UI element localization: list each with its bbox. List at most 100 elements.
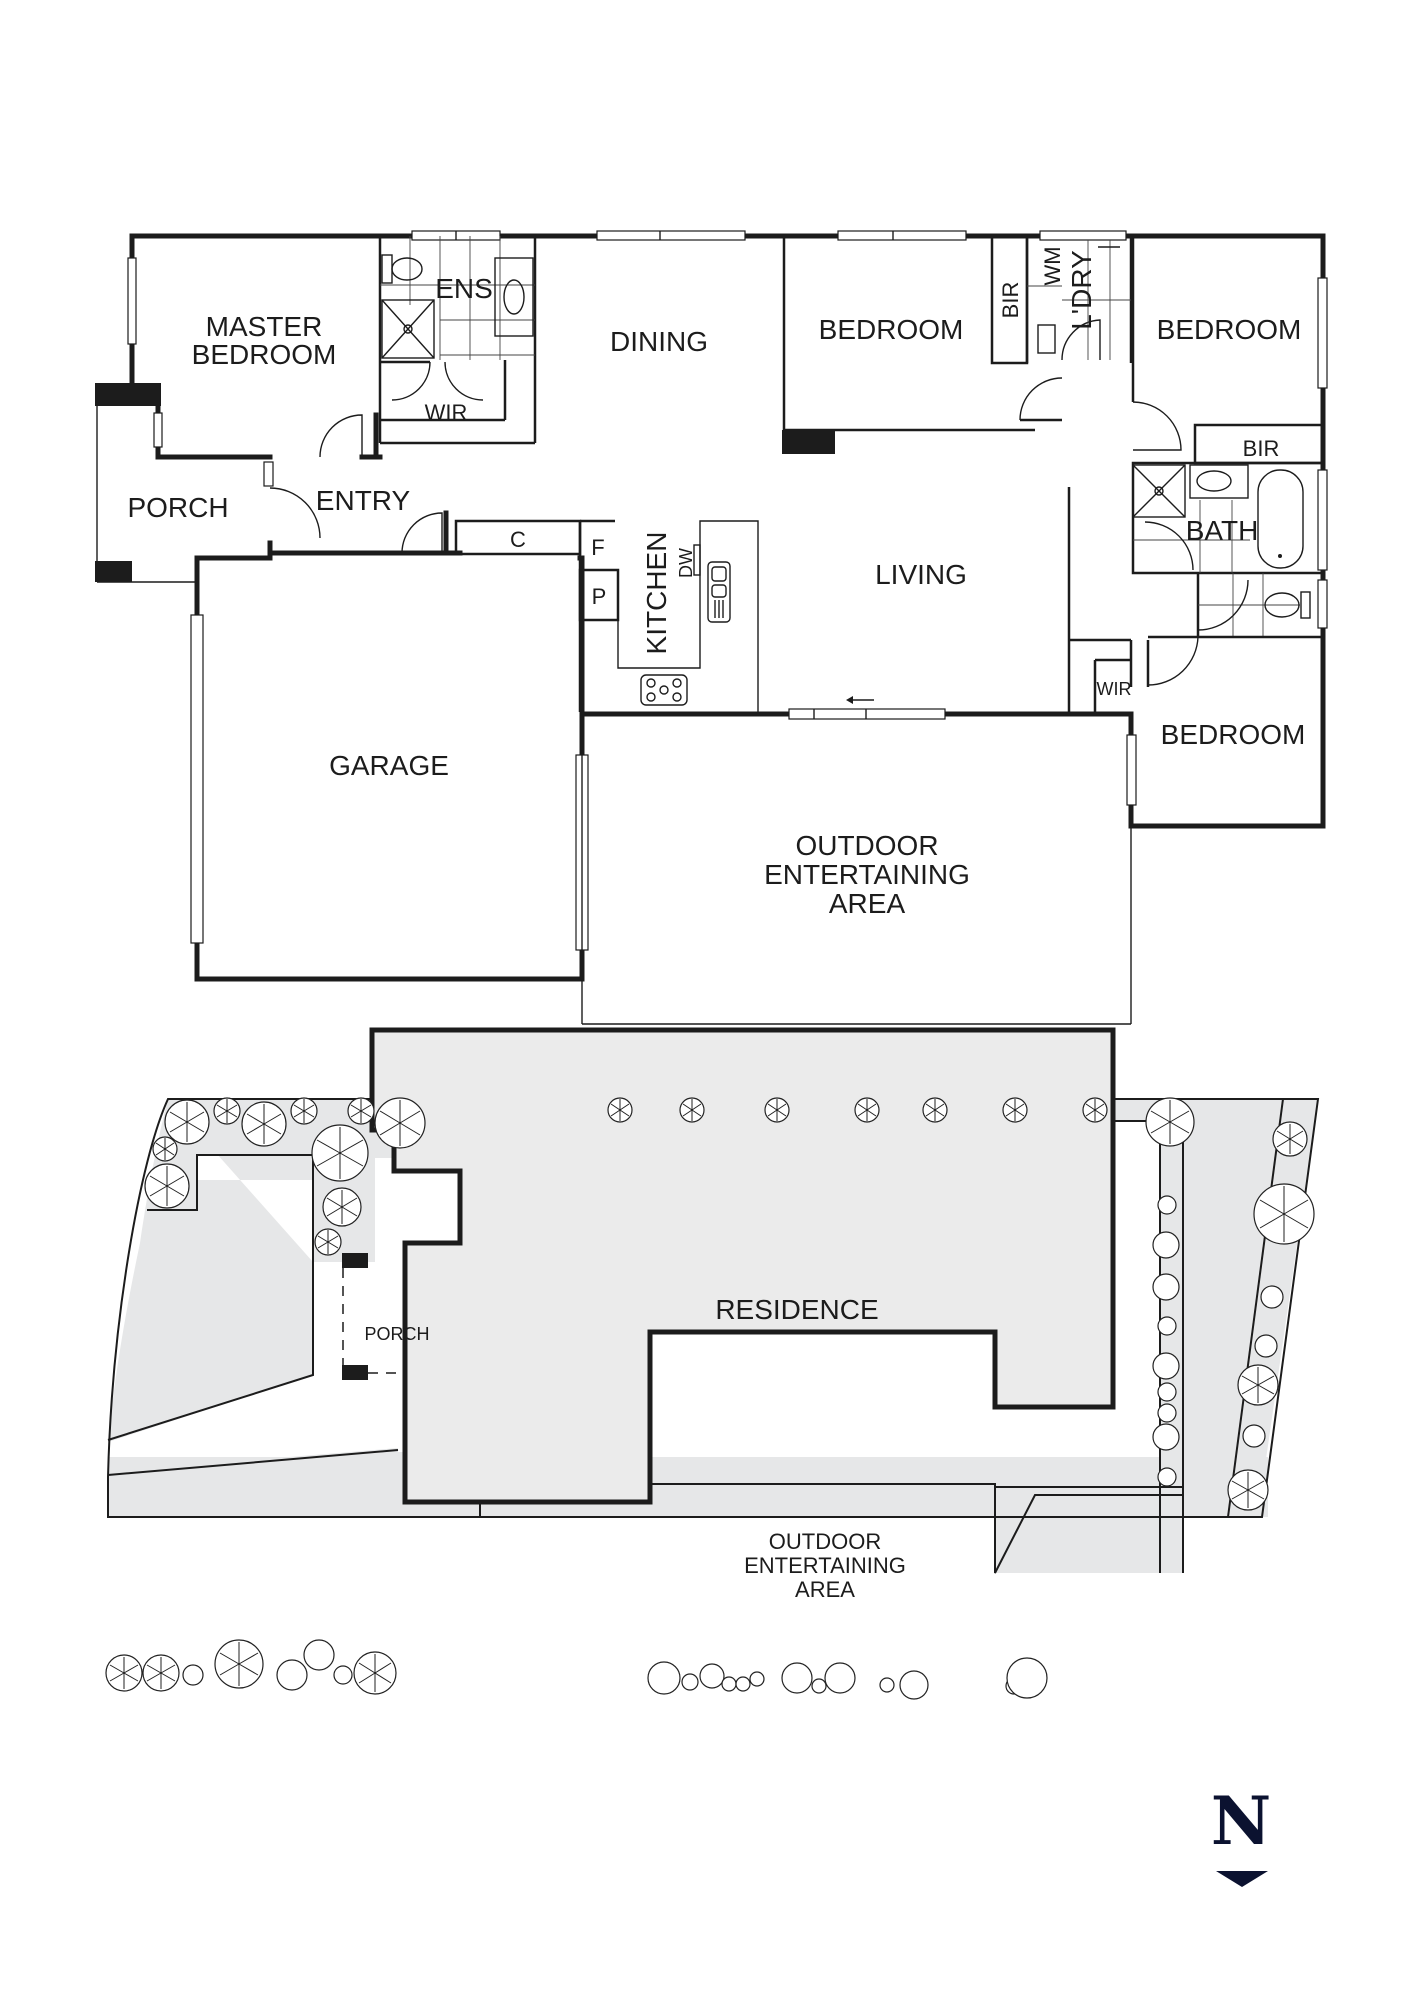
tree-icon — [144, 1163, 190, 1209]
tree-icon — [276, 1659, 308, 1691]
door-bedroom4 — [1147, 636, 1199, 686]
trees — [105, 1097, 1315, 1700]
tree-icon — [1145, 1097, 1195, 1147]
door-master — [319, 414, 363, 458]
tree-icon — [213, 1097, 241, 1125]
window-top-bedroom2 — [837, 230, 967, 241]
pillar-dining — [782, 430, 835, 454]
cooktop — [640, 674, 688, 706]
tree-icon — [182, 1664, 204, 1686]
tree-icon — [1254, 1334, 1278, 1358]
tree-icon — [1152, 1273, 1180, 1301]
kitchen-sink — [707, 561, 731, 623]
tree-icon — [699, 1663, 725, 1689]
door-wir-right — [444, 361, 484, 401]
label-ensuite: ENS — [435, 273, 493, 304]
tree-icon — [1157, 1467, 1177, 1487]
porch-pillar-bottom — [95, 561, 132, 582]
bathroom — [1131, 461, 1328, 575]
ensuite-tiles — [380, 236, 535, 360]
tree-icon — [142, 1654, 180, 1692]
tree-icon — [353, 1651, 397, 1695]
tree-icon — [1152, 1352, 1180, 1380]
tree-icon — [1272, 1121, 1308, 1157]
garage-door-left — [190, 614, 204, 944]
tree-icon — [922, 1097, 948, 1123]
tree-icon — [1157, 1382, 1177, 1402]
tree-icon — [1260, 1285, 1284, 1309]
door-bedroom3 — [1132, 401, 1182, 451]
tree-icon — [749, 1671, 765, 1687]
tree-icon — [1157, 1403, 1177, 1423]
site-label-outdoor-3: AREA — [795, 1577, 855, 1602]
site-label-porch: PORCH — [364, 1324, 429, 1344]
tree-icon — [1157, 1316, 1177, 1336]
tree-icon — [607, 1097, 633, 1123]
sliding-door-living — [788, 696, 946, 720]
kitchen-bench — [617, 520, 759, 712]
label-outdoor-3: AREA — [829, 888, 906, 919]
window-bedroom3 — [1317, 277, 1328, 389]
site-label-residence: RESIDENCE — [715, 1294, 878, 1325]
tree-icon — [322, 1187, 362, 1227]
tree-icon — [333, 1665, 353, 1685]
porch-pillar-top — [95, 383, 161, 406]
tree-icon — [1152, 1231, 1180, 1259]
ensuite-shower — [381, 299, 435, 359]
tree-icon — [899, 1670, 929, 1700]
tree-icon — [679, 1097, 705, 1123]
window-master-porch — [153, 412, 163, 448]
tree-icon — [1253, 1183, 1315, 1245]
tree-icon — [735, 1676, 751, 1692]
window-bedroom4 — [1126, 734, 1137, 806]
window-master-left — [127, 257, 137, 345]
tree-icon — [1242, 1424, 1266, 1448]
tree-icon — [681, 1673, 699, 1691]
label-bedroom2-bir: BIR — [998, 282, 1023, 319]
north-indicator: N — [1211, 1782, 1271, 1887]
site-boundary — [107, 1098, 1320, 1518]
label-master-2: BEDROOM — [192, 339, 337, 370]
label-master-wir: WIR — [425, 400, 468, 425]
window-top-laundry — [1039, 230, 1127, 241]
tree-icon — [721, 1676, 737, 1692]
label-bedroom-3: BEDROOM — [1157, 314, 1302, 345]
tree-icon — [781, 1662, 813, 1694]
label-fridge: F — [591, 535, 604, 560]
label-living: LIVING — [875, 559, 967, 590]
site-porch-pillar-bottom — [342, 1365, 368, 1380]
tree-icon — [879, 1677, 895, 1693]
tree-icon — [105, 1654, 143, 1692]
tree-icon — [854, 1097, 880, 1123]
tree-icon — [811, 1678, 827, 1694]
window-entry-side — [263, 461, 274, 487]
tree-icon — [1082, 1097, 1108, 1123]
door-garage-entry — [401, 512, 443, 554]
floor-plan: MASTER BEDROOM ENS WIR DINING BEDROOM BI… — [95, 230, 1328, 1025]
tree-icon — [314, 1228, 342, 1256]
label-washing-machine: WM — [1040, 246, 1065, 285]
tree-icon — [1006, 1657, 1048, 1699]
site-label-outdoor-2: ENTERTAINING — [744, 1553, 906, 1578]
tree-icon — [1157, 1195, 1177, 1215]
site-porch-pillar-top — [342, 1253, 368, 1268]
tree-icon — [647, 1661, 681, 1695]
label-bedroom-2: BEDROOM — [819, 314, 964, 345]
label-entry: ENTRY — [316, 485, 411, 516]
tree-icon — [764, 1097, 790, 1123]
label-bedroom4-wir: WIR — [1097, 679, 1132, 699]
label-garage: GARAGE — [329, 750, 449, 781]
label-dishwasher: DW — [676, 548, 696, 578]
ensuite-toilet — [381, 254, 423, 284]
north-letter: N — [1211, 1782, 1271, 1860]
north-arrow-icon — [1216, 1871, 1268, 1887]
label-master-1: MASTER — [206, 311, 323, 342]
label-laundry: L'DRY — [1066, 250, 1097, 330]
site-label-outdoor-1: OUTDOOR — [769, 1529, 881, 1554]
window-top-dining — [596, 230, 746, 241]
wc — [1196, 573, 1328, 637]
door-bedroom2 — [1019, 377, 1063, 421]
tree-icon — [152, 1136, 178, 1162]
label-outdoor-1: OUTDOOR — [795, 830, 938, 861]
